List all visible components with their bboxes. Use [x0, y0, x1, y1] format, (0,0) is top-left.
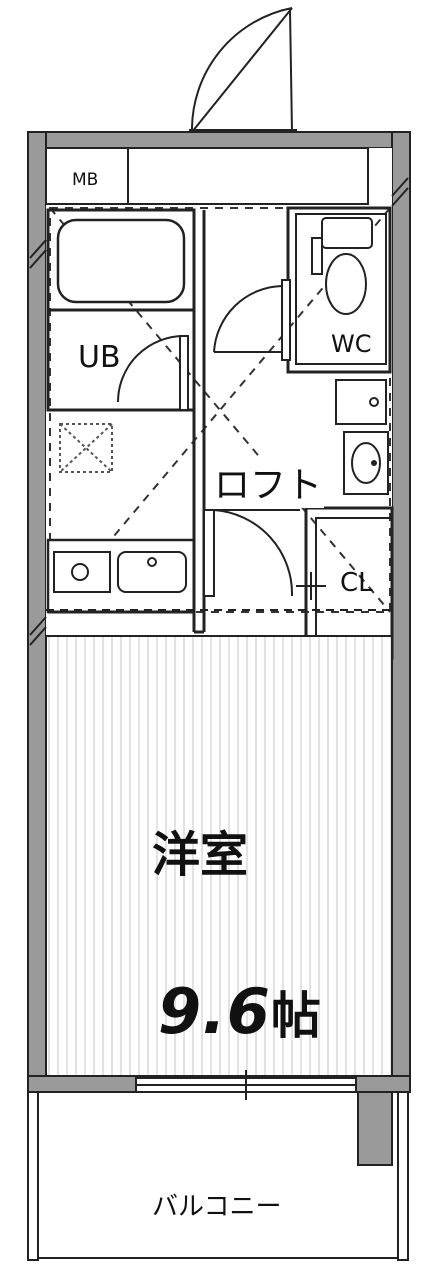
hallway-partitions	[192, 210, 300, 634]
entrance-step	[127, 147, 369, 205]
entrance-door	[189, 7, 297, 151]
wall-hatches	[29, 177, 409, 646]
mb-box	[45, 147, 129, 205]
kitchen-counter	[46, 538, 196, 614]
unit-bath	[46, 208, 196, 412]
cl-label: CL	[340, 568, 373, 598]
washer-pan	[59, 423, 113, 473]
wc-label: WC	[331, 330, 372, 358]
balcony-label: バルコニー	[152, 1192, 282, 1222]
mb-label: MB	[72, 170, 99, 190]
ub-door	[179, 335, 189, 411]
ub-label: UB	[78, 340, 121, 375]
western-room	[45, 635, 393, 1077]
area-value: 9.6	[158, 975, 271, 1048]
loft-label: ロフト	[212, 456, 325, 508]
western-room-area: 9.6帖	[158, 975, 322, 1048]
western-room-label: 洋室	[152, 827, 249, 883]
wc-room	[213, 206, 392, 374]
area-unit: 帖	[270, 987, 322, 1045]
washbasin	[335, 379, 389, 495]
balcony-window	[135, 1070, 357, 1100]
